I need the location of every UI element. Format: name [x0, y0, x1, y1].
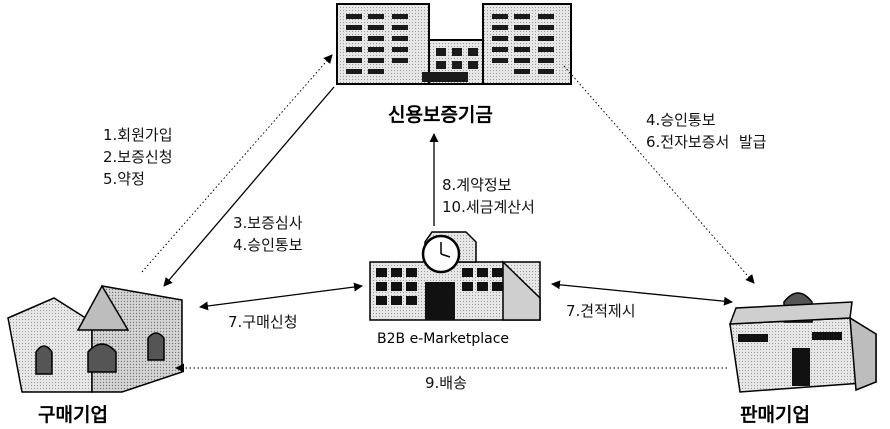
- arrow-buyer-to-fund: [141, 54, 333, 273]
- seller-building-icon: [728, 292, 877, 393]
- arrow-buyer-market: [199, 282, 363, 311]
- market-to-fund-labels: 8.계약정보 10.세금계산서: [442, 174, 535, 218]
- flow-label: 3.보증심사: [233, 214, 303, 232]
- buyer-to-fund-labels: 1.회원가입 2.보증신청 5.약정: [103, 124, 173, 190]
- marketplace-building-icon: [369, 231, 541, 321]
- flow-label: 6.전자보증서 발급: [646, 133, 767, 151]
- flow-label: 10.세금계산서: [442, 198, 535, 216]
- flow-label: 1.회원가입: [103, 126, 173, 144]
- seller-title: 판매기업: [740, 404, 810, 426]
- buyer-market-label: 7.구매신청: [228, 313, 298, 331]
- flow-label: 4.승인통보: [646, 111, 716, 129]
- arrow-fund-to-seller: [563, 65, 755, 284]
- arrow-market-seller: [551, 280, 733, 306]
- seller-to-buyer-label: 9.배송: [425, 374, 467, 392]
- buyer-title: 구매기업: [38, 404, 108, 426]
- arrow-fund-to-buyer: [163, 86, 335, 287]
- flow-label: 5.약정: [103, 170, 145, 188]
- fund-to-seller-labels: 4.승인통보 6.전자보증서 발급: [646, 109, 766, 153]
- fund-to-buyer-labels: 3.보증심사 4.승인통보: [233, 212, 303, 256]
- buyer-building-icon: [7, 284, 183, 393]
- marketplace-title: B2B e-Marketplace: [377, 331, 510, 347]
- guarantee-fund-title: 신용보증기금: [388, 104, 493, 126]
- guarantee-fund-building-icon: [336, 3, 572, 85]
- flow-label: 4.승인통보: [233, 236, 303, 254]
- flow-label: 8.계약정보: [442, 176, 512, 194]
- flow-label: 2.보증신청: [103, 148, 173, 166]
- market-seller-label: 7.견적제시: [566, 302, 636, 320]
